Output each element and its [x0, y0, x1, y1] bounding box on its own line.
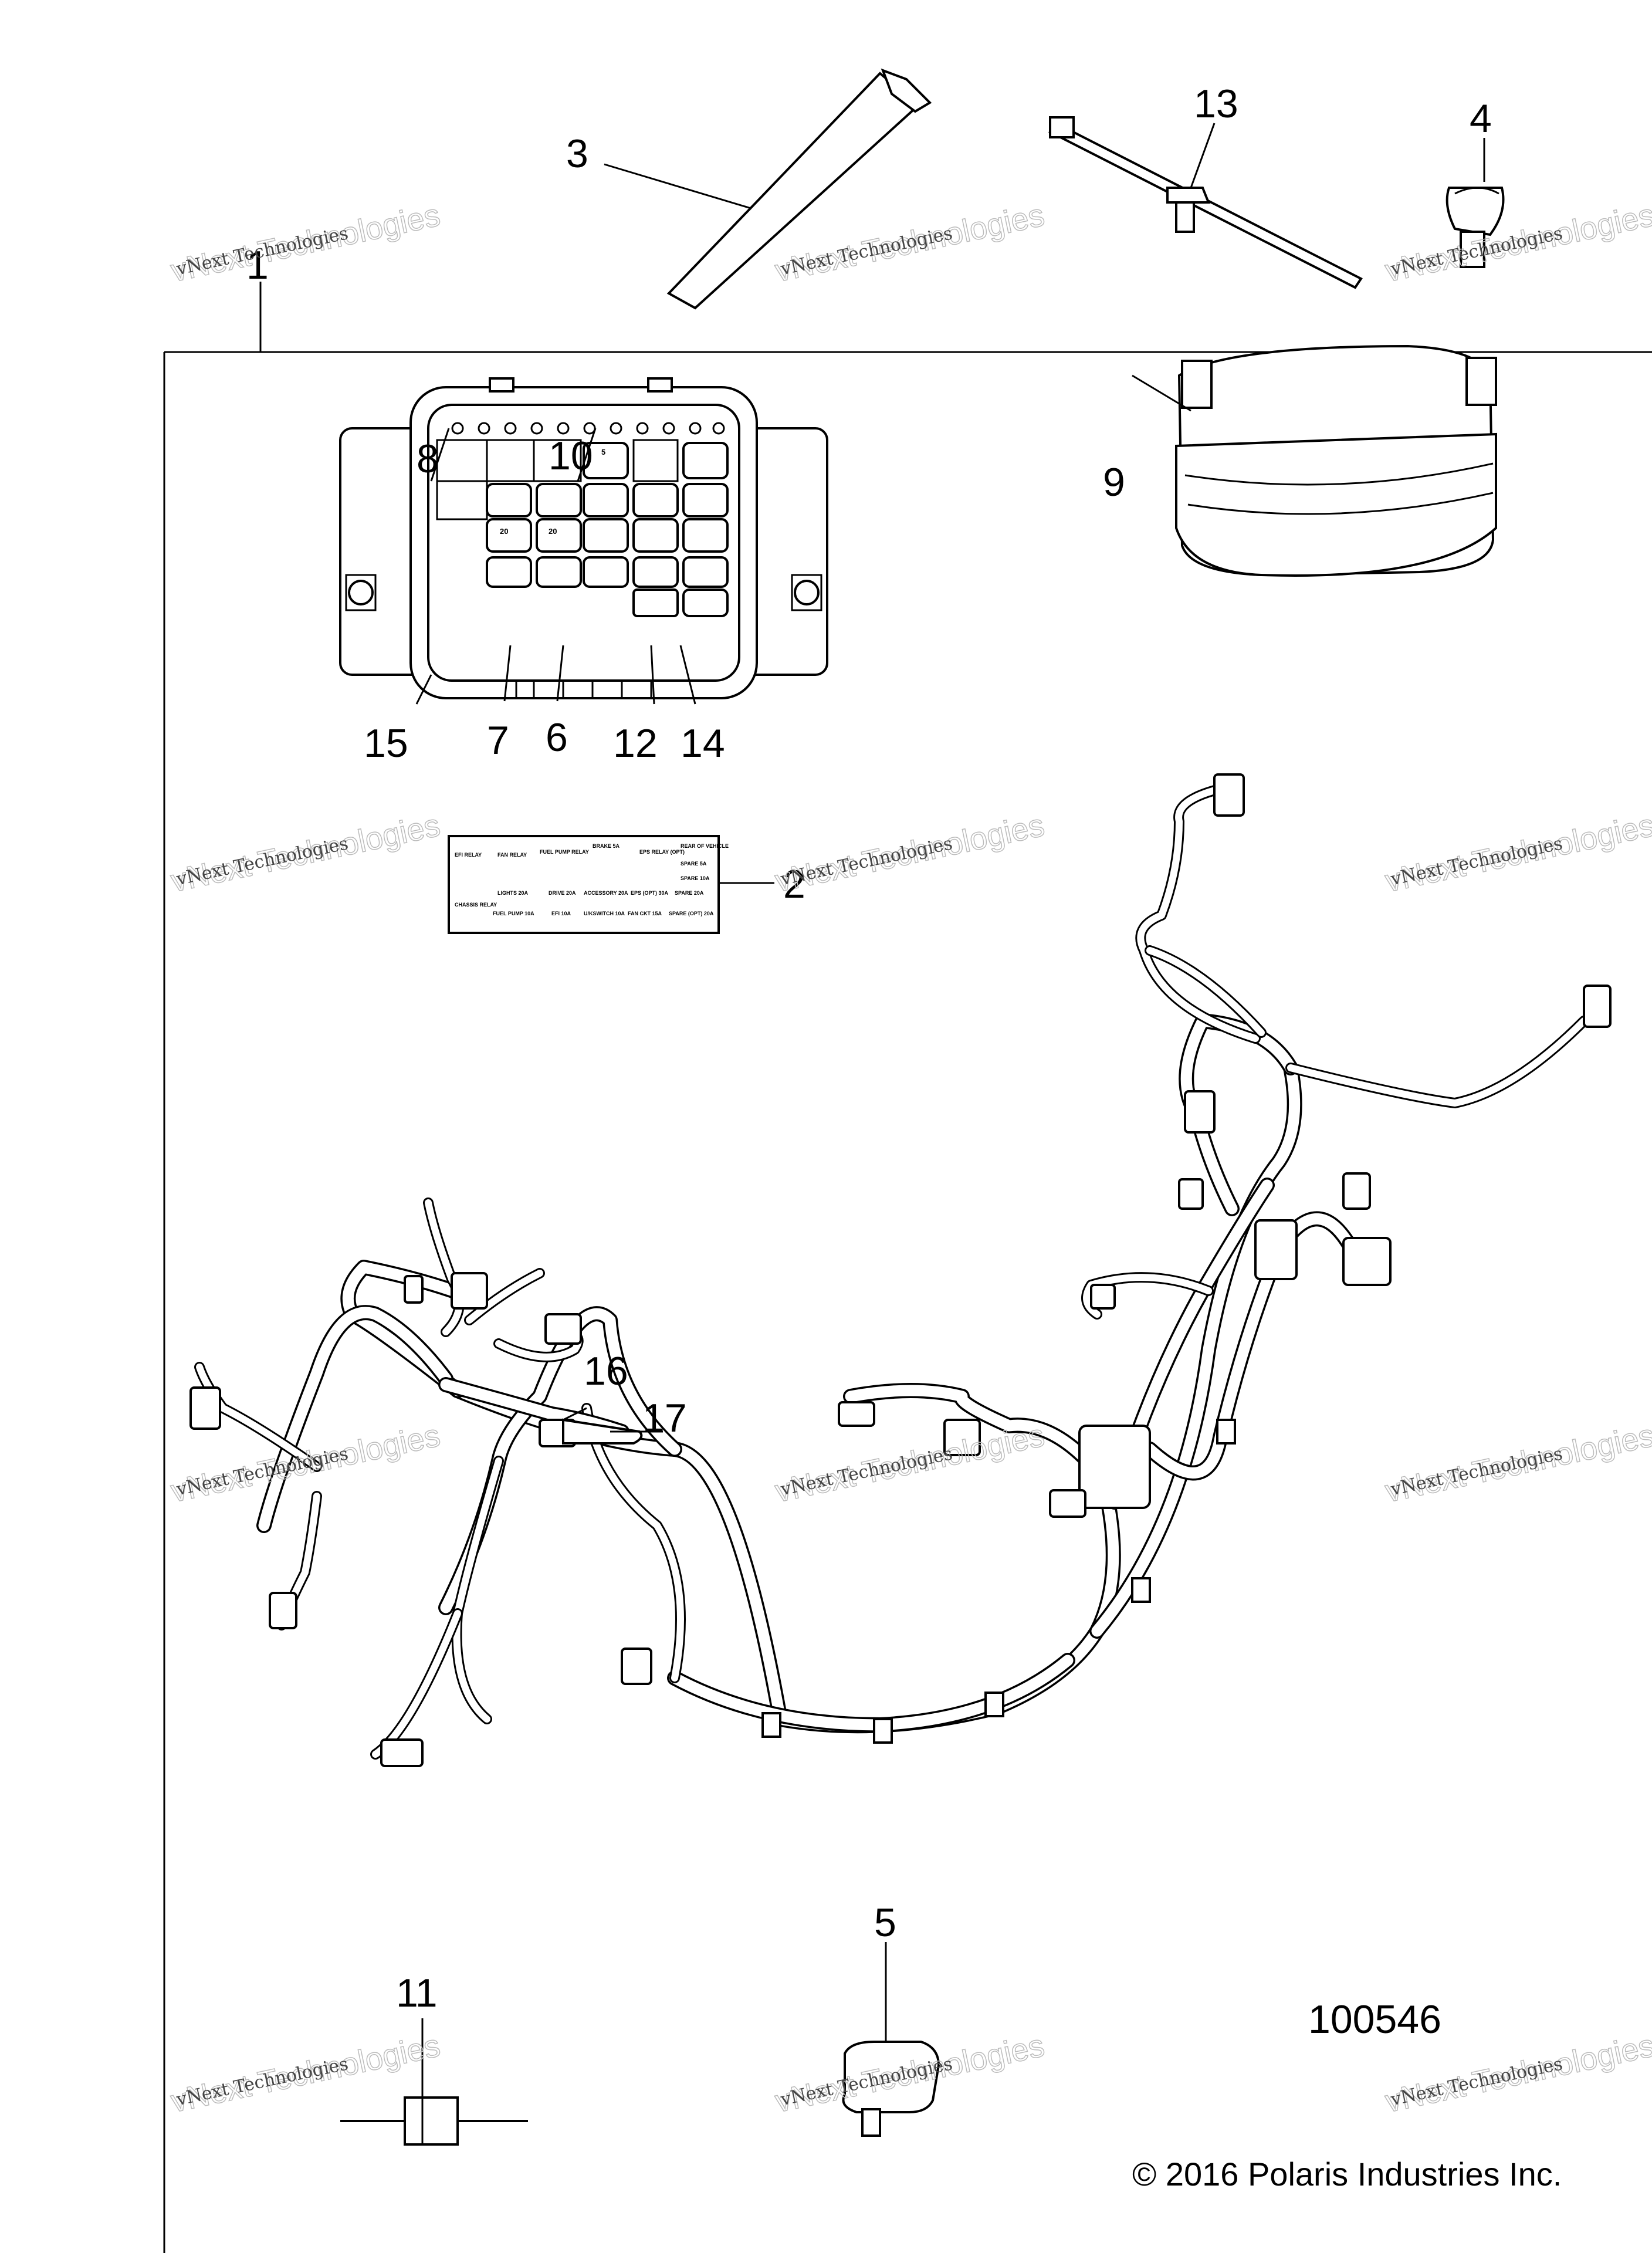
connector: [943, 1419, 981, 1456]
label-eps-opt: EPS (OPT) 30A: [631, 890, 669, 896]
label-spare-5a: SPARE 5A: [681, 861, 707, 867]
harness-clip: [984, 1692, 1004, 1717]
connector: [1213, 773, 1245, 817]
label-fuel-pump-relay: FUEL PUMP RELAY: [540, 849, 589, 855]
connector: [1342, 1237, 1392, 1286]
harness-clip: [1131, 1577, 1151, 1603]
callout-8: 8: [417, 437, 439, 481]
callout-7: 7: [487, 718, 509, 763]
connector: [1178, 1178, 1204, 1210]
connector: [621, 1648, 652, 1685]
label-chassis-relay: CHASSIS RELAY: [455, 902, 497, 908]
callout-numbers: 1 2 3 4 5 6 7 8 9 10 11 12 13 14 15 16 1…: [246, 82, 1492, 2015]
label-fan-ckt: FAN CKT 15A: [628, 911, 662, 916]
connector: [1049, 1489, 1086, 1518]
label-brake: BRAKE 5A: [593, 843, 620, 849]
harness-clip: [1216, 1419, 1236, 1445]
label-rear-of-vehicle: REAR OF VEHICLE: [681, 843, 729, 849]
fuse-box-assembly: 20 20 10 10 10 15 5: [339, 377, 828, 705]
fuse-digit: 5: [601, 448, 605, 456]
callout-17: 17: [642, 1396, 687, 1440]
label-lights: LIGHTS 20A: [497, 890, 529, 896]
diode-part-11: [340, 2018, 528, 2146]
label-fuel-pump: FUEL PUMP 10A: [493, 911, 534, 916]
fuse-box-cover-part-9: [1132, 344, 1497, 577]
connector: [544, 1313, 582, 1345]
wire-harness-part-1: [189, 773, 1612, 1767]
copyright-text: © 2016 Polaris Industries Inc.: [1132, 2156, 1562, 2193]
part-number: 100546: [1308, 1997, 1441, 2042]
label-spare-opt: SPARE (OPT) 20A: [669, 911, 714, 916]
callout-6: 6: [546, 715, 568, 760]
fuse-grid: 20 20 10 10 10 15 5: [486, 442, 729, 605]
label-eps-relay: EPS RELAY (OPT): [639, 849, 685, 855]
callout-15: 15: [364, 721, 408, 766]
callout-2: 2: [783, 862, 805, 906]
connector: [451, 1272, 488, 1310]
callout-13: 13: [1194, 82, 1238, 126]
fuse-label-part-2: EFI RELAY FAN RELAY FUEL PUMP RELAY BRAK…: [448, 835, 774, 934]
connector: [1342, 1172, 1371, 1210]
connector: [838, 1401, 875, 1427]
harness-clip: [873, 1718, 893, 1744]
callout-4: 4: [1470, 96, 1492, 141]
label-keyswitch: U/KSWITCH 10A: [584, 911, 625, 916]
label-accessory: ACCESSORY 20A: [584, 890, 628, 896]
callout-10: 10: [549, 434, 593, 478]
fuse-digit: 20: [500, 527, 508, 536]
callout-1: 1: [246, 243, 269, 287]
connector: [404, 1275, 424, 1304]
callout-11: 11: [396, 1971, 438, 2015]
label-fan-relay: FAN RELAY: [497, 852, 527, 858]
callout-14: 14: [681, 721, 725, 766]
callout-16: 16: [584, 1349, 628, 1393]
connector: [1254, 1219, 1298, 1280]
connector-block: [1078, 1425, 1151, 1509]
connector-part-5: [842, 1942, 940, 2137]
connector: [189, 1386, 221, 1430]
connector: [380, 1738, 424, 1767]
push-mount-tie-part-13: [1048, 116, 1363, 289]
connector: [1090, 1284, 1116, 1310]
fuse-digit: 20: [549, 527, 557, 536]
harness-clip: [761, 1712, 781, 1738]
label-spare-10a: SPARE 10A: [681, 875, 710, 881]
callout-5: 5: [874, 1900, 896, 1945]
connector: [1583, 985, 1612, 1028]
callout-9: 9: [1103, 460, 1125, 505]
callout-3: 3: [566, 131, 588, 176]
label-efi: EFI 10A: [551, 911, 571, 916]
label-drive: DRIVE 20A: [549, 890, 576, 896]
cable-tie-part-3: [604, 68, 932, 310]
connector: [1184, 1090, 1216, 1134]
connector: [269, 1592, 297, 1629]
clip-part-4: [1446, 138, 1505, 268]
label-spare-20a: SPARE 20A: [675, 890, 704, 896]
label-efi-relay: EFI RELAY: [455, 852, 482, 858]
callout-12: 12: [613, 721, 658, 766]
